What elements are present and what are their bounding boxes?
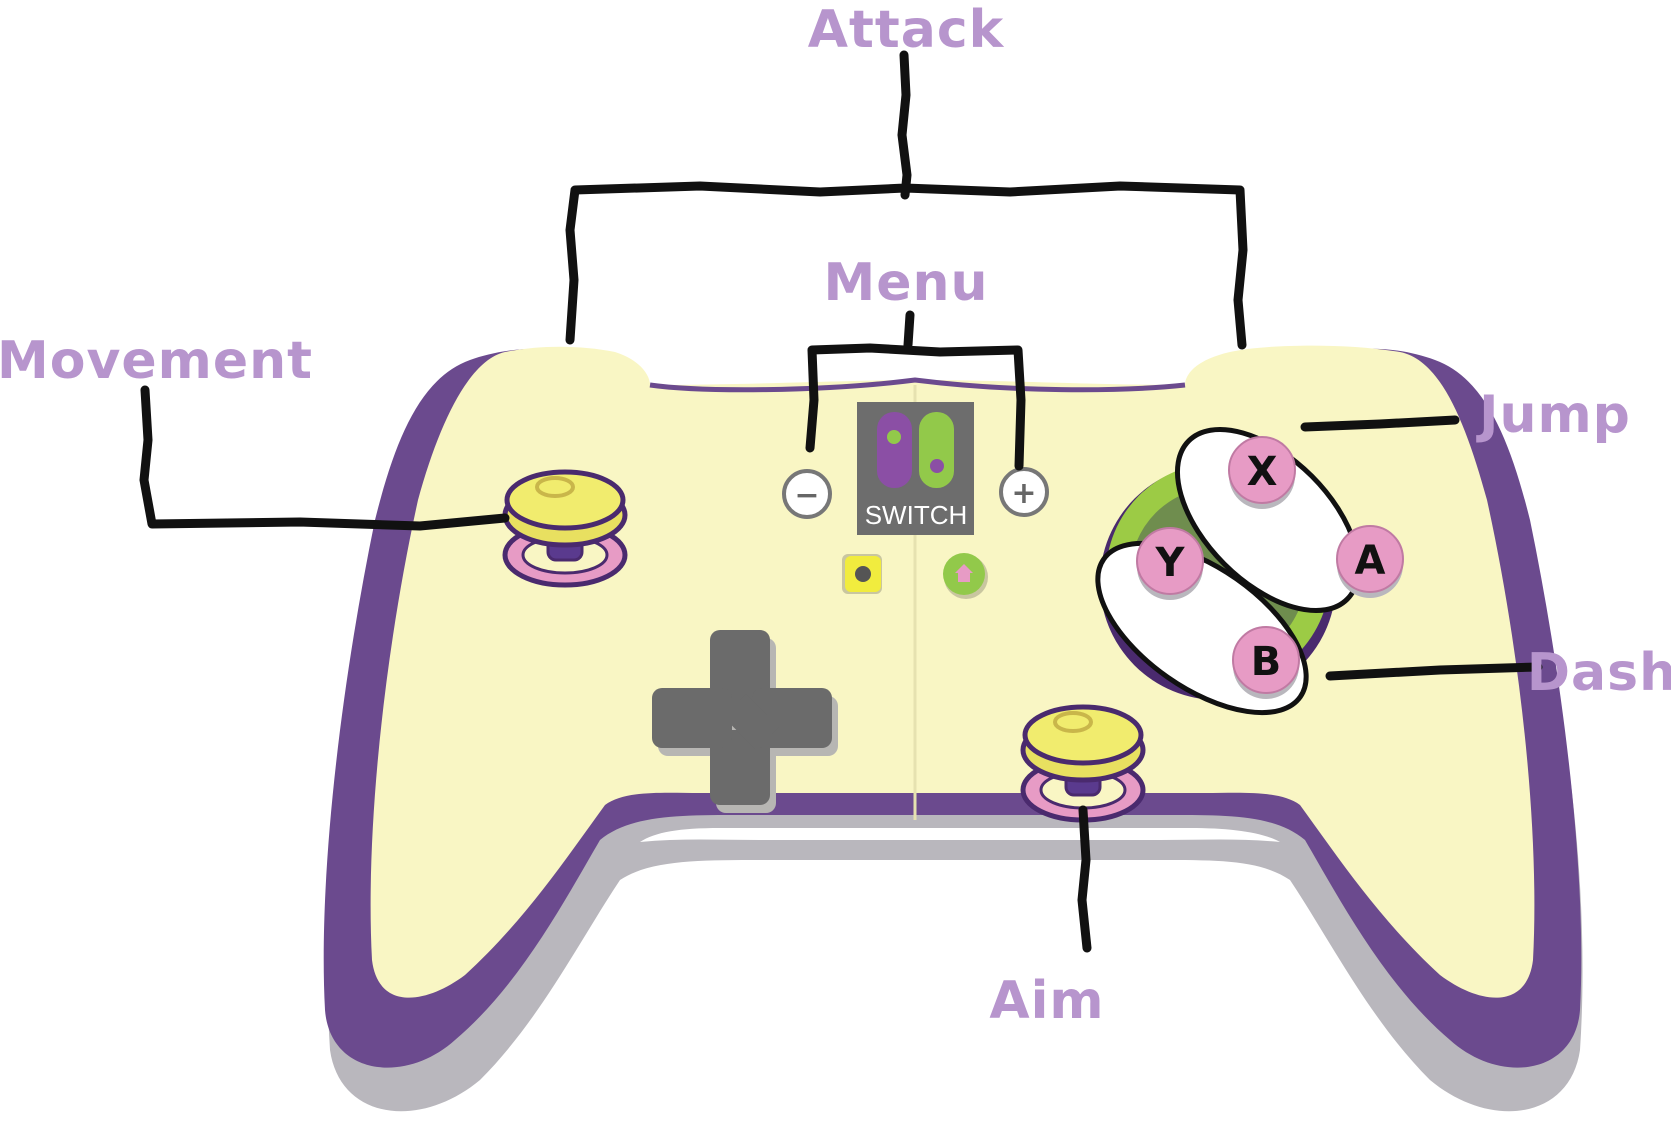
- attack-leader-line: [565, 50, 1248, 350]
- a-button-label: A: [1355, 538, 1386, 584]
- controller-top-rim: [649, 377, 1186, 393]
- dpad-icon[interactable]: [652, 630, 838, 813]
- x-button-label: X: [1247, 449, 1278, 495]
- attack-label: Attack: [808, 0, 1005, 60]
- y-button[interactable]: Y: [1136, 527, 1204, 600]
- capture-button-icon[interactable]: [842, 554, 882, 594]
- dash-leader-line: [1325, 662, 1543, 681]
- menu-label: Menu: [823, 253, 988, 313]
- x-button[interactable]: X: [1228, 436, 1296, 509]
- jump-label: Jump: [1476, 385, 1631, 445]
- menu-leader-line: [805, 310, 1026, 471]
- y-button-label: Y: [1155, 540, 1186, 586]
- aim-leader-line: [1077, 805, 1092, 953]
- leader-lines: [139, 50, 1543, 953]
- b-button[interactable]: B: [1232, 626, 1300, 699]
- dash-label: Dash: [1527, 643, 1671, 703]
- aim-label: Aim: [989, 971, 1104, 1031]
- minus-symbol: −: [794, 478, 819, 513]
- right-joystick[interactable]: [1020, 704, 1146, 823]
- dpad-left[interactable]: [652, 688, 732, 748]
- home-button-icon[interactable]: [943, 553, 988, 599]
- switch-logo-icon: SWITCH: [857, 402, 974, 535]
- dpad-down[interactable]: [710, 730, 770, 805]
- jump-leader-line: [1300, 415, 1460, 432]
- plus-symbol: +: [1011, 476, 1036, 511]
- movement-leader-line: [139, 385, 510, 531]
- controller-bottom-gap: [640, 828, 1280, 842]
- plus-button[interactable]: +: [999, 467, 1049, 517]
- movement-label: Movement: [0, 331, 313, 391]
- a-button[interactable]: A: [1336, 525, 1404, 598]
- face-buttons: X Y A B: [1095, 426, 1404, 716]
- left-joystick[interactable]: [502, 469, 628, 588]
- switch-logo-text: SWITCH: [865, 500, 968, 530]
- minus-button[interactable]: −: [782, 469, 832, 519]
- b-button-label: B: [1251, 639, 1282, 685]
- callout-labels: Attack Menu Movement Jump Dash Aim: [0, 0, 1671, 1031]
